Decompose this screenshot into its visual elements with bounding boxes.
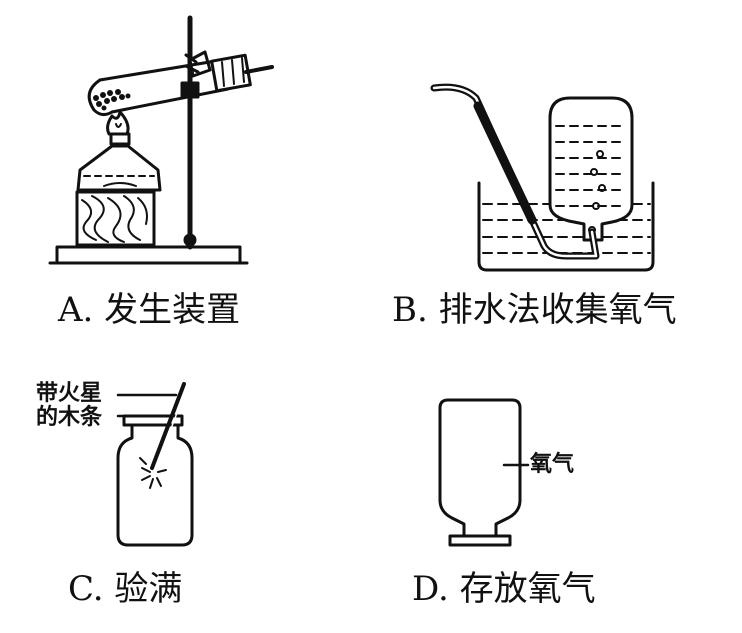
panel-b-water-collection — [430, 83, 655, 272]
oxygen-label: 氧气 — [530, 452, 575, 477]
caption-c: C. 验满 — [68, 569, 183, 609]
panel-a-generator — [48, 15, 274, 265]
caption-a: A. 发生装置 — [58, 290, 241, 330]
caption-b: B. 排水法收集氧气 — [392, 290, 677, 330]
splint-label-line2: 的木条 — [36, 405, 103, 430]
panel-c-full-check — [116, 382, 194, 547]
panel-d-storage — [438, 398, 530, 547]
caption-d: D. 存放氧气 — [412, 569, 596, 609]
splint-label-line1: 带火星 — [36, 381, 103, 406]
